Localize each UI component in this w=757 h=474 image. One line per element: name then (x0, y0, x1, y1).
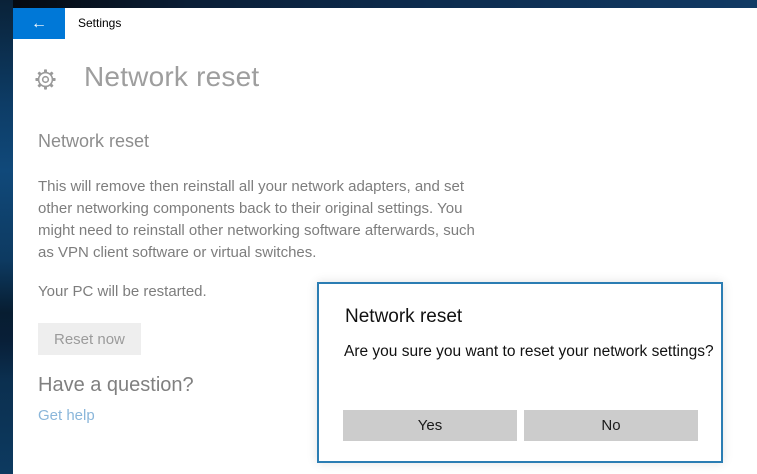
network-reset-dialog: Network reset Are you sure you want to r… (317, 282, 723, 463)
desktop-top-strip (0, 0, 757, 8)
help-heading: Have a question? (38, 374, 194, 396)
restart-note: Your PC will be restarted. (38, 283, 207, 300)
back-arrow-icon: ← (31, 14, 47, 32)
back-button[interactable]: ← (13, 8, 65, 39)
get-help-link[interactable]: Get help (38, 407, 95, 424)
page-title: Network reset (84, 61, 260, 92)
yes-button[interactable]: Yes (343, 410, 517, 441)
section-heading: Network reset (38, 131, 150, 151)
gear-icon (35, 69, 56, 90)
dialog-message: Are you sure you want to reset your netw… (344, 343, 714, 360)
no-button[interactable]: No (524, 410, 698, 441)
dialog-button-row: Yes No (343, 410, 698, 441)
desktop-left-strip (0, 0, 13, 474)
reset-now-button[interactable]: Reset now (38, 323, 141, 355)
section-description: This will remove then reinstall all your… (38, 178, 475, 261)
app-title: Settings (78, 16, 122, 30)
dialog-title: Network reset (345, 306, 463, 327)
